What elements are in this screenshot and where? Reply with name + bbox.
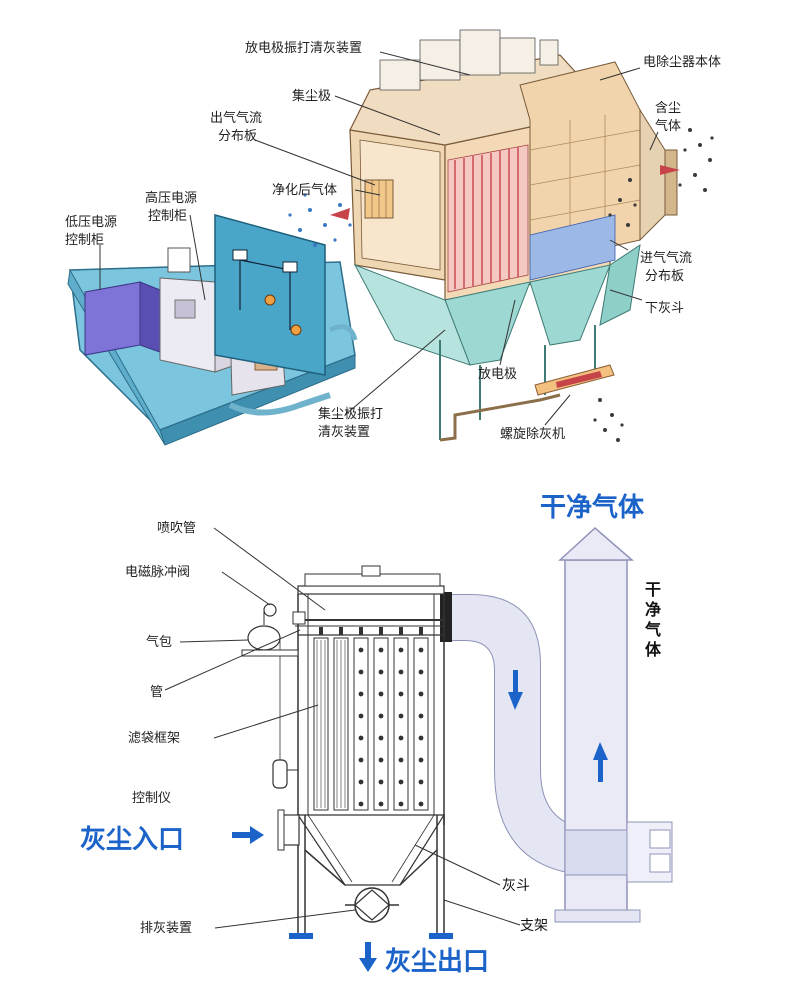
bag-dust-dot [418, 647, 424, 653]
label-outlet-distribution-2: 分布板 [218, 129, 257, 144]
clean-gas-arrow-icon [330, 208, 350, 220]
label-dust-outlet: 灰尘出口 [385, 947, 489, 977]
bag-dust-dot [418, 735, 424, 741]
label-ash-hopper: 下灰斗 [645, 301, 684, 316]
solenoid-valve [263, 603, 306, 625]
down-arrow-icon [508, 692, 523, 710]
label-dusty-gas-1: 含尘 [655, 100, 681, 116]
bag-filter-diagram: 喷吹管 电磁脉冲阀 气包 管 滤袋框架 控制仪 灰尘入口 灰斗 支架 排灰装置 … [80, 492, 673, 977]
rapping-mechanism [379, 29, 559, 91]
bag-dust-dot [398, 713, 404, 719]
label-clean-gas-vertical-3: 气 [644, 620, 661, 639]
filter-bags [313, 627, 429, 811]
air-tank [247, 608, 281, 651]
wall-sign [167, 247, 191, 273]
precipitator-body [349, 29, 678, 301]
label-clean-gas: 净化后气体 [272, 182, 337, 198]
label-discharge-electrode: 放电极 [478, 367, 517, 382]
bag-dust-dot [378, 735, 384, 741]
bag-dust-dot [398, 801, 404, 807]
label-hv-cabinet-1: 高压电源 [145, 190, 197, 206]
label-clean-gas-vertical-4: 体 [645, 640, 662, 659]
label-pipe: 管 [150, 685, 163, 700]
label-dusty-gas-2: 气体 [655, 118, 681, 134]
bag-dust-dot [418, 779, 424, 785]
label-support: 支架 [520, 918, 548, 934]
label-solenoid-valve: 电磁脉冲阀 [125, 565, 190, 580]
bag-dust-dot [418, 669, 424, 675]
label-clean-gas-vertical-2: 净 [645, 600, 661, 619]
bag-dust-dot [398, 735, 404, 741]
bag-dust-dot [398, 647, 404, 653]
up-arrow-icon [593, 742, 608, 760]
bag-dust-dot [358, 691, 364, 697]
bag-dust-dot [418, 801, 424, 807]
screw-conveyor [534, 364, 615, 396]
label-dust-inlet: 灰尘入口 [80, 825, 184, 855]
label-discharge-device: 排灰装置 [140, 921, 192, 936]
label-discharge-rapper: 放电极振打清灰装置 [245, 41, 362, 56]
ash-hoppers [353, 243, 641, 442]
label-collector-plate: 集尘极 [292, 88, 331, 104]
label-collector-rapper-2: 清灰装置 [318, 425, 370, 440]
outlet-arrow-icon [359, 942, 377, 972]
control-back-panel [214, 214, 326, 376]
clean-gas-particles [288, 193, 352, 247]
bag-dust-dot [378, 779, 384, 785]
label-outlet-distribution-1: 出气气流 [210, 110, 262, 126]
dusty-gas-arrow-icon [660, 165, 680, 175]
leader-lines [99, 51, 659, 426]
label-air-tank: 气包 [146, 634, 172, 650]
dust-inlet-flange [277, 809, 300, 851]
bag-dust-dot [378, 757, 384, 763]
label-clean-gas: 干净气体 [540, 492, 645, 523]
label-screw-conveyor: 螺旋除灰机 [500, 427, 565, 442]
bag-dust-dot [398, 669, 404, 675]
label-bag-frame: 滤袋框架 [128, 731, 180, 746]
ash-hopper [296, 814, 446, 923]
label-lv-cabinet-1: 低压电源 [65, 215, 117, 230]
leg-foot-left [289, 933, 313, 939]
bag-dust-dot [378, 801, 384, 807]
bag-filter-leader-lines [164, 527, 521, 929]
leg-foot-right [429, 933, 453, 939]
bag-dust-dot [358, 735, 364, 741]
label-inlet-distribution-1: 进气气流 [640, 250, 692, 266]
manifold-bracket [241, 649, 299, 657]
label-blow-pipe: 喷吹管 [157, 521, 196, 536]
label-inlet-distribution-2: 分布板 [645, 269, 684, 284]
label-collector-rapper-1: 集尘极振打 [318, 406, 383, 422]
bag-dust-dot [418, 691, 424, 697]
dust-particles [593, 128, 714, 442]
collector-plates [447, 144, 529, 293]
rotary-valve [354, 887, 390, 923]
bag-dust-dot [358, 801, 364, 807]
bag-dust-dot [378, 713, 384, 719]
inlet-arrow-icon [232, 826, 264, 844]
exhaust-duct [440, 526, 673, 923]
electrostatic-precipitator-diagram: 放电极振打清灰装置 集尘极 电除尘器本体 出气气流 分布板 含尘 气体 净化后气… [65, 29, 721, 446]
label-ash-hopper-bf: 灰斗 [502, 878, 530, 894]
bag-dust-dot [358, 713, 364, 719]
bag-dust-dot [378, 669, 384, 675]
bag-dust-dot [418, 757, 424, 763]
bag-dust-dot [398, 757, 404, 763]
bag-dust-dot [418, 713, 424, 719]
bag-dust-dot [358, 647, 364, 653]
bag-dust-dot [358, 757, 364, 763]
bag-dust-dot [398, 779, 404, 785]
bag-dust-dot [358, 669, 364, 675]
controller-unit [272, 638, 298, 789]
bag-dust-dot [378, 691, 384, 697]
low-voltage-cabinet [84, 281, 161, 356]
bag-dust-dot [358, 779, 364, 785]
label-lv-cabinet-2: 控制柜 [65, 233, 104, 248]
label-controller: 控制仪 [132, 791, 171, 806]
bag-dust-dot [378, 647, 384, 653]
label-hv-cabinet-2: 控制柜 [148, 209, 187, 224]
bag-dust-dot [398, 691, 404, 697]
label-clean-gas-vertical-1: 干 [645, 580, 661, 599]
label-precipitator-body: 电除尘器本体 [643, 55, 721, 70]
